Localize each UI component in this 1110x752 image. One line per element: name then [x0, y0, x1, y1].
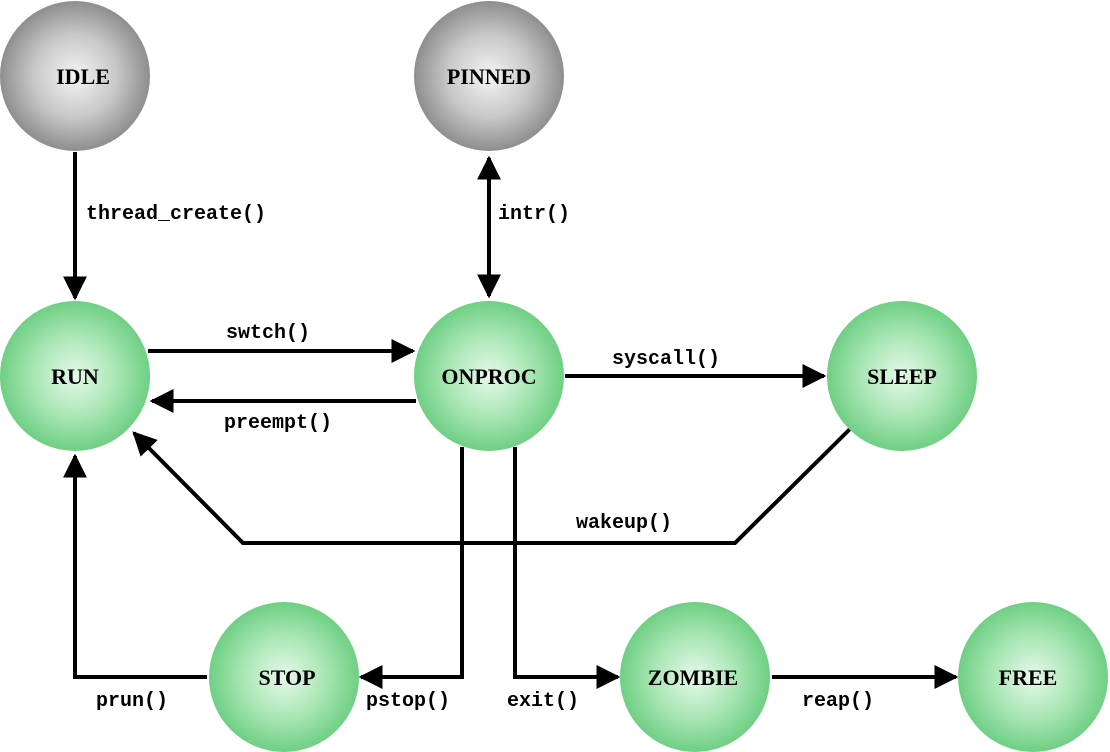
label-intr: intr(): [498, 203, 570, 226]
state-sleep: SLEEP: [827, 301, 977, 451]
label-wakeup: wakeup(): [576, 512, 672, 535]
label-reap: reap(): [802, 690, 874, 713]
label-preempt: preempt(): [224, 412, 332, 435]
state-sleep-label: SLEEP: [867, 364, 937, 389]
label-prun: prun(): [96, 690, 168, 713]
state-run-label: RUN: [51, 364, 99, 389]
edge-prun: [63, 453, 207, 679]
state-onproc-label: ONPROC: [441, 364, 536, 389]
state-zombie: ZOMBIE: [620, 602, 770, 752]
state-pinned-label: PINNED: [447, 64, 531, 89]
label-swtch: swtch(): [226, 322, 310, 345]
edge-exit: [513, 447, 621, 689]
label-thread-create: thread_create(): [86, 203, 266, 226]
state-idle: IDLE: [0, 1, 150, 151]
state-idle-label: IDLE: [56, 64, 110, 89]
edge-pstop: [358, 447, 464, 689]
state-zombie-label: ZOMBIE: [648, 665, 738, 690]
edge-wakeup: [132, 427, 852, 545]
label-pstop: pstop(): [366, 690, 450, 713]
state-run: RUN: [0, 301, 150, 451]
state-free: FREE: [958, 602, 1108, 752]
label-exit: exit(): [507, 690, 579, 713]
state-onproc: ONPROC: [414, 301, 564, 451]
state-pinned: PINNED: [414, 1, 564, 151]
label-syscall: syscall(): [612, 348, 720, 371]
state-free-label: FREE: [999, 665, 1058, 690]
state-stop: STOP: [209, 602, 359, 752]
state-stop-label: STOP: [258, 665, 315, 690]
